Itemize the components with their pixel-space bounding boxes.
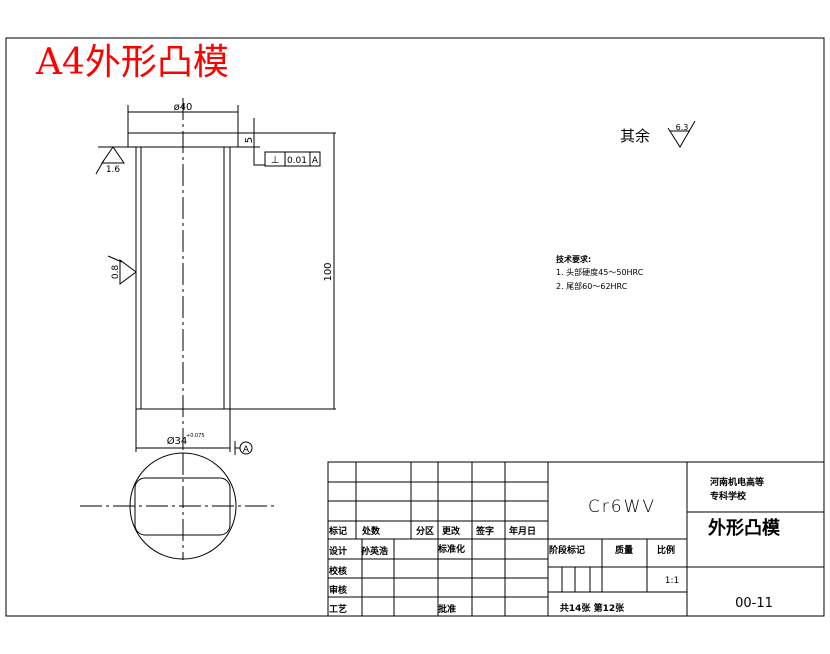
bottom-view [80, 452, 275, 560]
label: A [243, 445, 250, 455]
label: 共14张 第12张 [560, 602, 625, 614]
front-view: ø40 5 ⊥ 0.01 A 100 1.6 0.8 Ø34 +0.075 [95, 98, 336, 462]
label: 标记 [328, 525, 347, 537]
label: 孙英浩 [361, 545, 388, 557]
note-item: 2. 尾部60～62HRC [556, 281, 628, 291]
label: 处数 [361, 525, 381, 537]
roughness-icon [667, 120, 696, 148]
label: 标准化 [437, 543, 465, 555]
label: 0.01 [287, 156, 307, 166]
title-block: 标记 处数 分区 更改 签字 年月日 设计 孙英浩 标准化 校核 审核 工艺 批… [327, 461, 825, 617]
label: 批准 [438, 603, 456, 615]
dim-flange-h: 5 [244, 137, 255, 143]
label: 专科学校 [710, 490, 747, 502]
label: ⊥ [271, 155, 280, 166]
label: 签字 [475, 525, 494, 537]
tolerance-frame: ⊥ 0.01 A [264, 151, 321, 167]
label: 河南机电高等 [710, 476, 764, 488]
drawing-title: A4外形凸模 [35, 42, 229, 83]
label: 1:1 [665, 576, 679, 586]
label: 审核 [329, 584, 347, 596]
label: Ø34 [167, 435, 188, 447]
label: +0.075 [186, 433, 205, 439]
material: Cr6WV [588, 497, 656, 517]
label: 工艺 [329, 603, 347, 615]
label: 比例 [657, 544, 675, 556]
label: 分区 [416, 525, 434, 537]
roughness-icon [101, 146, 125, 164]
label: 设计 [329, 545, 347, 557]
label: 校核 [329, 565, 347, 577]
label: 6.3 [676, 123, 689, 132]
dim-top-dia: ø40 [174, 102, 193, 113]
label: A [312, 156, 319, 166]
label: 0.8 [111, 265, 121, 280]
datum-icon [239, 441, 253, 455]
label: 更改 [442, 525, 461, 537]
label: 质量 [615, 544, 633, 556]
notes-heading: 技术要求: [556, 254, 591, 264]
dim-length: 100 [323, 262, 334, 281]
part-name: 外形凸模 [708, 517, 781, 539]
label: 1.6 [106, 165, 121, 175]
other-roughness-label: 其余 [620, 127, 650, 145]
drawing-border [5, 37, 825, 617]
note-item: 1. 头部硬度45～50HRC [556, 267, 644, 277]
drawing-number: 00-11 [735, 596, 773, 611]
label: 年月日 [509, 525, 536, 537]
label: 阶段标记 [549, 544, 585, 556]
roughness-icon [119, 259, 137, 285]
